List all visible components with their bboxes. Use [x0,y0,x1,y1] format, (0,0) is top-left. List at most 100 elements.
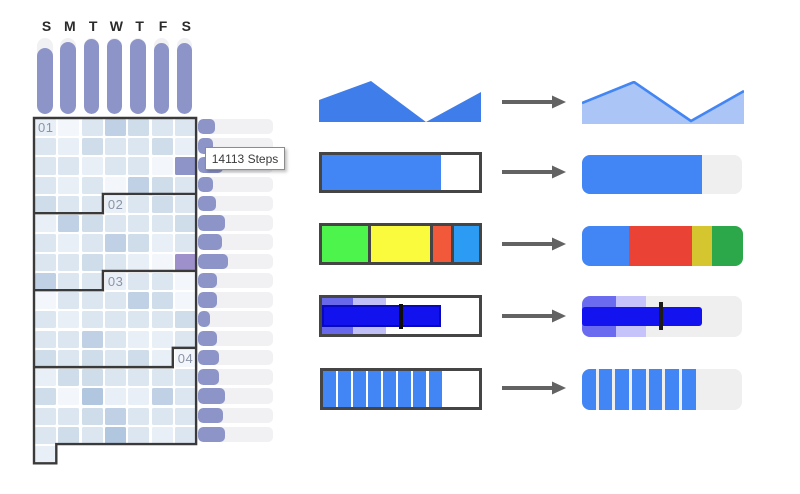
calendar-cell[interactable] [81,138,103,156]
calendar-cell[interactable] [151,234,173,252]
calendar-cell[interactable] [151,349,173,367]
calendar-cell[interactable] [35,311,57,329]
calendar-cell[interactable] [128,234,150,252]
calendar-cell[interactable] [58,426,80,444]
calendar-cell[interactable] [35,215,57,233]
calendar-cell[interactable] [174,311,196,329]
calendar-cell[interactable] [104,234,126,252]
calendar-cell[interactable] [174,253,196,271]
calendar-cell[interactable] [35,388,57,406]
calendar-cell[interactable] [58,330,80,348]
calendar-cell[interactable] [128,195,150,214]
calendar-cell[interactable] [104,138,126,156]
week-total-bar[interactable] [197,215,226,231]
calendar-cell[interactable] [151,157,173,175]
calendar-cell[interactable] [151,119,173,137]
calendar-cell[interactable] [104,426,126,444]
calendar-cell[interactable] [174,195,196,214]
week-total-bar[interactable] [197,349,220,366]
calendar-cell[interactable] [151,369,173,387]
calendar-cell[interactable] [174,119,196,137]
calendar-cell[interactable] [58,215,80,233]
calendar-cell[interactable] [174,330,196,348]
calendar-cell[interactable] [81,407,103,425]
calendar-cell[interactable] [35,426,57,444]
calendar-cell[interactable] [81,253,103,271]
calendar-cell[interactable] [81,330,103,348]
calendar-cell[interactable] [58,311,80,329]
calendar-cell[interactable] [35,138,57,156]
calendar-cell[interactable] [128,311,150,329]
week-total-bar[interactable] [197,176,214,193]
calendar-cell[interactable] [128,426,150,444]
calendar-cell[interactable] [104,292,126,310]
calendar-cell[interactable] [128,369,150,387]
week-total-bar[interactable] [197,311,211,327]
calendar-cell[interactable] [35,157,57,175]
calendar-cell[interactable] [128,215,150,233]
calendar-cell[interactable] [81,176,103,194]
calendar-cell[interactable] [35,330,57,348]
calendar-cell[interactable] [128,119,150,137]
calendar-cell[interactable] [81,311,103,329]
calendar-cell[interactable] [174,407,196,425]
week-total-bar[interactable] [197,195,217,212]
calendar-cell[interactable] [174,272,196,290]
calendar-cell[interactable] [151,138,173,156]
calendar-cell[interactable] [151,272,173,290]
calendar-cell[interactable] [104,349,126,367]
calendar-cell[interactable] [128,157,150,175]
calendar-cell[interactable] [58,195,80,214]
week-total-bar[interactable] [197,330,217,347]
calendar-cell[interactable] [58,138,80,156]
calendar-cell[interactable] [35,292,57,310]
week-total-bar[interactable] [197,388,226,404]
calendar-cell[interactable] [104,311,126,329]
calendar-cell[interactable] [81,215,103,233]
day-total-bar[interactable] [37,47,53,114]
calendar-cell[interactable] [151,407,173,425]
day-total-bar[interactable] [60,41,76,114]
day-total-bar[interactable] [153,43,170,114]
calendar-cell[interactable] [35,446,57,464]
calendar-cell[interactable] [58,234,80,252]
calendar-cell[interactable] [104,253,126,271]
calendar-cell[interactable] [174,157,196,175]
calendar-cell[interactable] [151,176,173,194]
day-total-bar[interactable] [83,38,100,114]
calendar-cell[interactable] [35,272,57,290]
calendar-cell[interactable] [128,388,150,406]
calendar-cell[interactable] [35,253,57,271]
calendar-cell[interactable] [151,292,173,310]
calendar-cell[interactable] [81,349,103,367]
calendar-cell[interactable] [58,407,80,425]
calendar-cell[interactable] [81,369,103,387]
calendar-cell[interactable] [174,426,196,444]
calendar-cell[interactable] [128,253,150,271]
calendar-cell[interactable] [174,215,196,233]
calendar-cell[interactable] [104,407,126,425]
calendar-cell[interactable] [151,253,173,271]
calendar-cell[interactable] [81,426,103,444]
week-total-bar[interactable] [197,426,226,443]
calendar-cell[interactable] [81,272,103,290]
day-total-bar[interactable] [176,42,193,114]
day-total-bar[interactable] [130,38,146,114]
calendar-cell[interactable] [58,369,80,387]
calendar-cell[interactable] [81,388,103,406]
calendar-cell[interactable] [128,330,150,348]
calendar-cell[interactable] [104,369,126,387]
calendar-cell[interactable] [128,292,150,310]
calendar-cell[interactable] [58,292,80,310]
calendar-cell[interactable] [151,330,173,348]
calendar-cell[interactable] [174,234,196,252]
calendar-cell[interactable] [104,215,126,233]
calendar-cell[interactable] [104,330,126,348]
calendar-cell[interactable] [58,272,80,290]
calendar-cell[interactable] [81,119,103,137]
calendar-cell[interactable] [58,349,80,367]
calendar-cell[interactable] [104,119,126,137]
calendar-cell[interactable] [81,195,103,214]
calendar-cell[interactable] [104,157,126,175]
calendar-cell[interactable] [104,388,126,406]
